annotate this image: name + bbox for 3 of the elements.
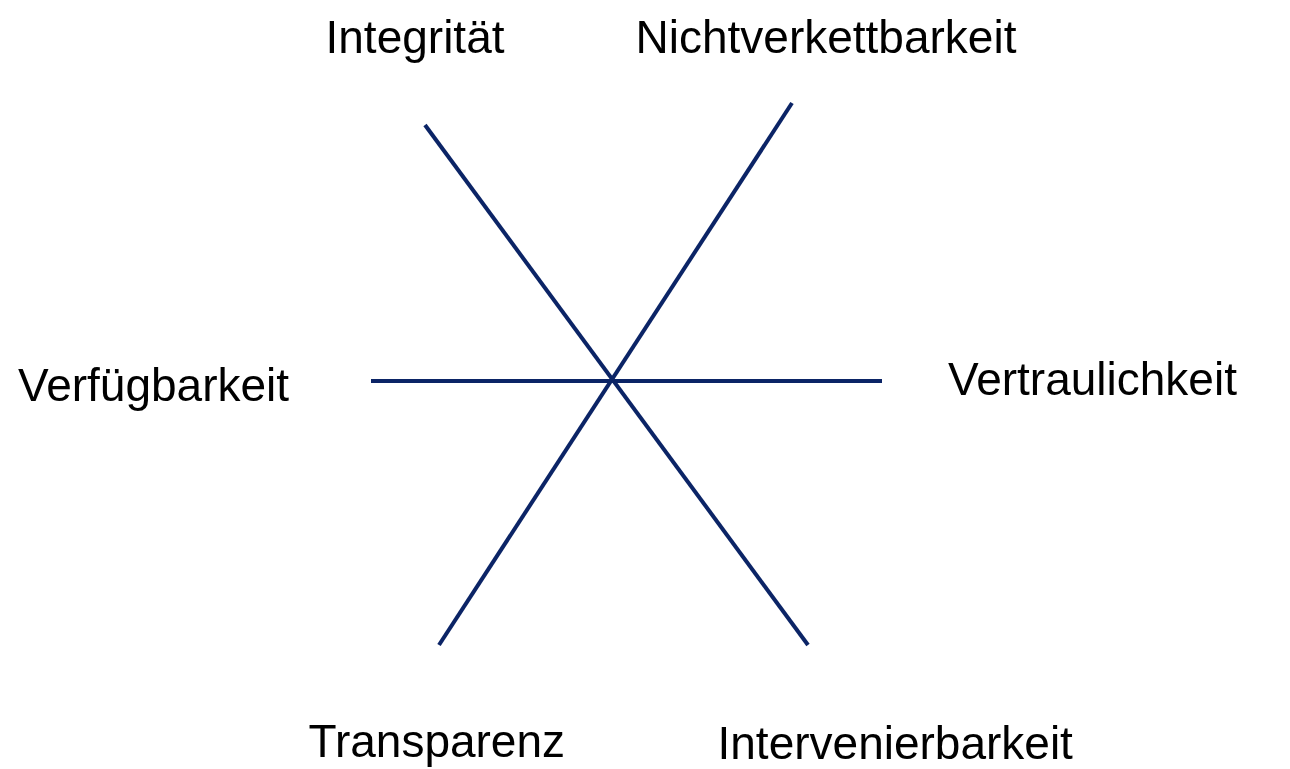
axis-label: Intervenierbarkeit (717, 720, 1073, 766)
axis-label: Vertraulichkeit (948, 356, 1237, 402)
axis-label: Nichtverkettbarkeit (635, 14, 1017, 60)
